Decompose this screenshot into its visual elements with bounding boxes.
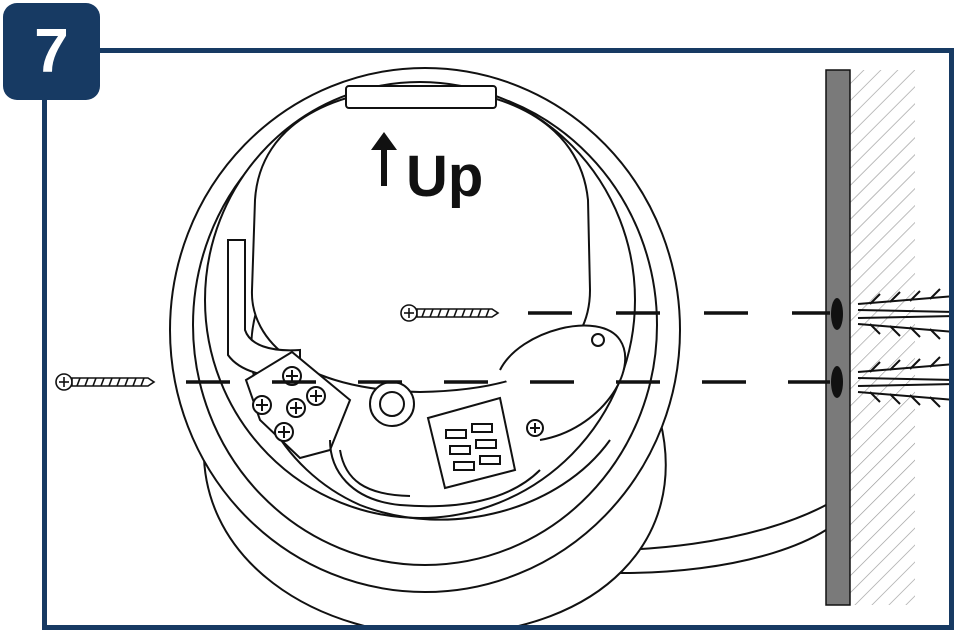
internal-wires [329,439,541,508]
wall [825,69,915,606]
dip-switch-block [426,396,517,490]
step-number: 7 [34,16,69,86]
screw-icon [55,373,156,391]
center-post [369,381,415,427]
wall-hole-lower [831,366,843,398]
wall-anchor-icon [857,356,949,408]
alignment-lines [186,311,830,384]
step-badge: 7 [3,3,100,100]
up-arrow-icon [371,132,397,186]
wall-anchor-icon [857,288,949,340]
up-indicator: Up [371,132,483,209]
screw-icon [400,304,500,322]
up-label: Up [406,144,483,209]
wall-hole-upper [831,298,843,330]
